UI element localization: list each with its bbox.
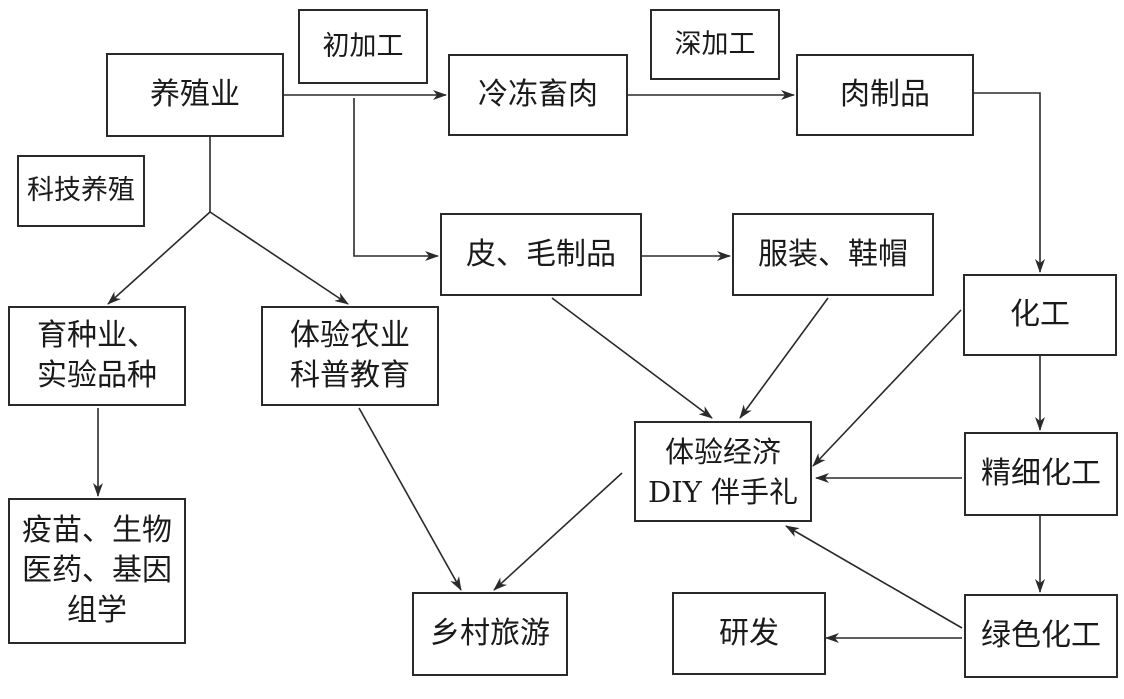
node-yimiao: 疫苗、生物 医药、基因 组学 — [8, 498, 186, 644]
edge-trunk-yuzhong — [107, 211, 211, 305]
node-lvse: 绿色化工 — [964, 594, 1118, 678]
node-lengdong: 冷冻畜肉 — [448, 54, 628, 136]
edge-pimao-tiyanjingji — [551, 297, 713, 419]
node-pimao: 皮、毛制品 — [440, 213, 642, 296]
node-fuzhuang: 服装、鞋帽 — [732, 213, 934, 296]
node-kejiyangzhi: 科技养殖 — [17, 155, 145, 227]
node-chujiagong: 初加工 — [298, 9, 428, 84]
node-tiyanjingji: 体验经济 DIY 伴手礼 — [634, 421, 812, 522]
edge-branch-pimao — [353, 98, 439, 261]
node-rouzhipin: 肉制品 — [796, 54, 974, 136]
node-xiangcun: 乡村旅游 — [412, 592, 568, 676]
edge-tiyanjingji-xiangcun — [493, 472, 623, 591]
edge-trunk-tiyannongye — [209, 211, 349, 305]
edge-lvse-tiyanjingji — [785, 525, 963, 629]
node-yanfa: 研发 — [672, 592, 826, 675]
edge-rouzhi-huagong — [974, 92, 1045, 273]
node-tiyannongye: 体验农业 科普教育 — [261, 306, 439, 406]
node-huagong: 化工 — [963, 274, 1117, 356]
node-shenjiagong: 深加工 — [650, 9, 780, 80]
edge-huagong-tiyanjingji — [812, 309, 962, 467]
node-jingxi: 精细化工 — [964, 432, 1118, 516]
edge-nongye-xiangcun — [358, 407, 462, 591]
node-yuzhong: 育种业、 实验品种 — [8, 306, 186, 406]
node-yangzhiye: 养殖业 — [106, 53, 284, 137]
edge-fuzhuang-tiyanjingji — [739, 297, 829, 419]
